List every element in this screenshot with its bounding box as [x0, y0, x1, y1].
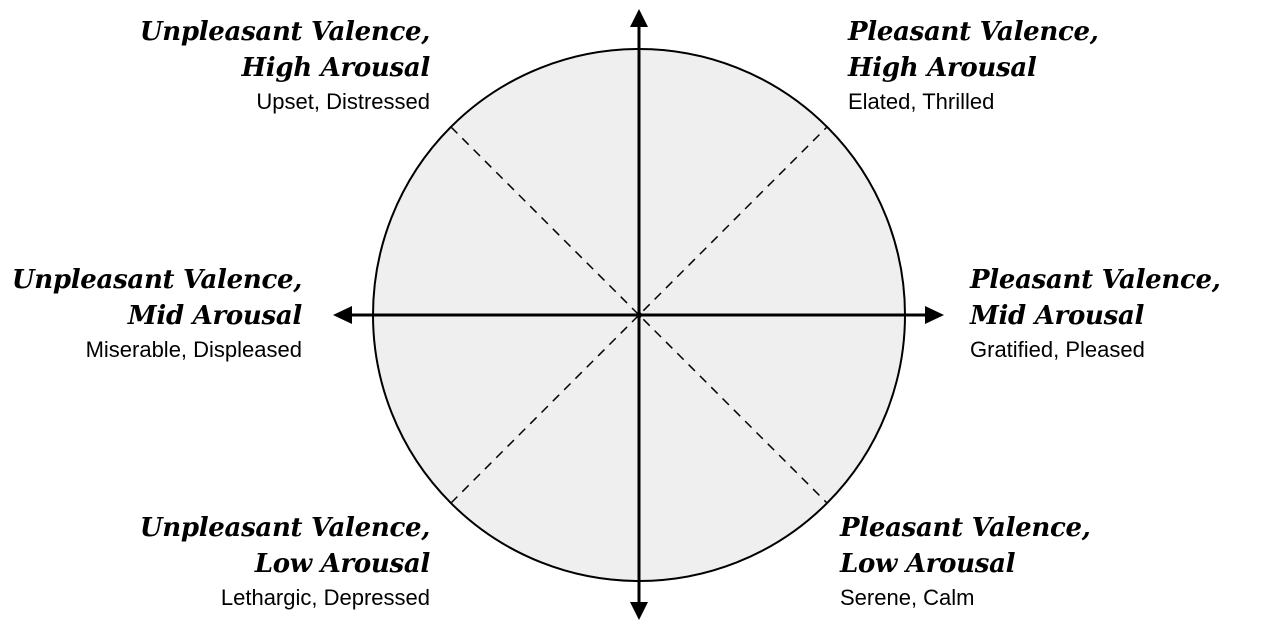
heading-line2: Mid Arousal — [970, 301, 1145, 331]
label-unpleasant-high-arousal: Unpleasant Valence, High Arousal Upset, … — [140, 14, 430, 118]
heading-line1: Unpleasant Valence, — [139, 513, 430, 543]
heading-line2: Low Arousal — [254, 549, 431, 579]
heading-line1: Pleasant Valence, — [840, 513, 1091, 543]
label-unpleasant-mid-arousal: Unpleasant Valence, Mid Arousal Miserabl… — [12, 262, 302, 366]
example-emotions: Gratified, Pleased — [970, 337, 1145, 362]
example-emotions: Elated, Thrilled — [848, 89, 995, 114]
example-emotions: Upset, Distressed — [256, 89, 430, 114]
label-pleasant-low-arousal: Pleasant Valence, Low Arousal Serene, Ca… — [840, 510, 1091, 614]
heading-line1: Pleasant Valence, — [970, 265, 1221, 295]
heading-line1: Unpleasant Valence, — [11, 265, 302, 295]
diagonal-divider-rising — [450, 126, 828, 504]
heading-line1: Unpleasant Valence, — [139, 17, 430, 47]
label-pleasant-mid-arousal: Pleasant Valence, Mid Arousal Gratified,… — [970, 262, 1221, 366]
label-pleasant-high-arousal: Pleasant Valence, High Arousal Elated, T… — [848, 14, 1099, 118]
example-emotions: Miserable, Displeased — [85, 337, 302, 362]
valence-axis-right-arrow-icon — [925, 306, 944, 324]
heading-line1: Pleasant Valence, — [848, 17, 1099, 47]
heading-line2: High Arousal — [241, 53, 431, 83]
label-unpleasant-low-arousal: Unpleasant Valence, Low Arousal Lethargi… — [140, 510, 430, 614]
heading-line2: High Arousal — [848, 53, 1037, 83]
example-emotions: Serene, Calm — [840, 585, 975, 610]
valence-axis-left-arrow-icon — [333, 306, 352, 324]
diagonal-divider-falling — [450, 126, 828, 504]
heading-line2: Low Arousal — [840, 549, 1016, 579]
heading-line2: Mid Arousal — [127, 301, 302, 331]
origin-point — [636, 312, 642, 318]
arousal-axis-down-arrow-icon — [630, 602, 648, 620]
example-emotions: Lethargic, Depressed — [220, 585, 430, 610]
arousal-axis-up-arrow-icon — [630, 9, 648, 27]
